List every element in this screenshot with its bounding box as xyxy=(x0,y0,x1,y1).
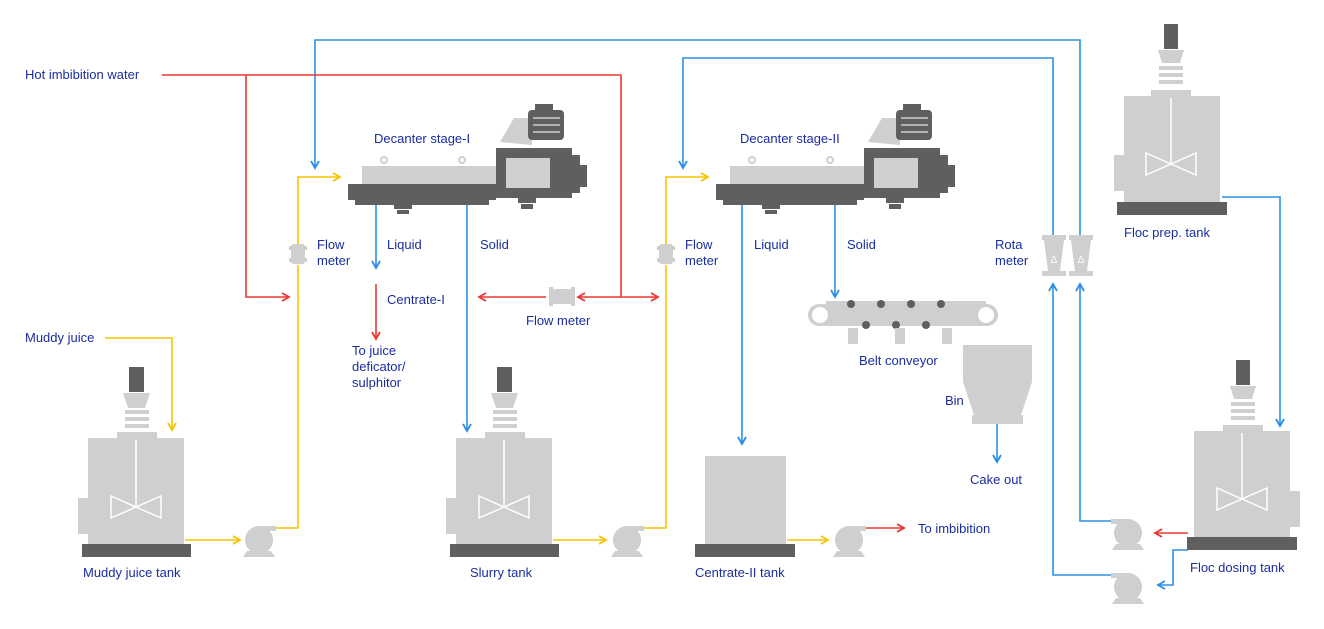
pump-1 xyxy=(243,526,276,557)
rota-meter-right-symbol: Δ xyxy=(1078,255,1085,266)
label-hot-imbibition-water: Hot imbibition water xyxy=(25,67,140,82)
label-flow-meter-1-line2: meter xyxy=(317,253,351,268)
floc-prep-tank xyxy=(1114,24,1227,215)
label-to-juice-line2: deficator/ xyxy=(352,359,406,374)
label-decanter-stage-2: Decanter stage-II xyxy=(740,131,840,146)
label-muddy-juice-tank: Muddy juice tank xyxy=(83,565,181,580)
blue-line-pump-rota-1 xyxy=(1075,282,1112,522)
label-liquid-2: Liquid xyxy=(754,237,789,252)
slurry-tank xyxy=(446,367,559,557)
label-rota-meter-line2: meter xyxy=(995,253,1029,268)
rota-meter-left xyxy=(1042,235,1066,276)
rota-meter-right xyxy=(1069,235,1093,276)
yellow-lines xyxy=(105,172,830,545)
red-line-hot-water-main xyxy=(162,74,622,297)
decanter-stage-2 xyxy=(716,104,955,214)
label-centrate-1: Centrate-I xyxy=(387,292,445,307)
label-centrate-2-tank: Centrate-II tank xyxy=(695,565,785,580)
label-solid-1: Solid xyxy=(480,237,509,252)
rota-meter-left-symbol: Δ xyxy=(1051,255,1058,266)
blue-line-dosing-pump xyxy=(1156,549,1188,590)
decanter-stage-1 xyxy=(348,104,587,214)
pump-3 xyxy=(833,526,866,557)
blue-line-top-1 xyxy=(310,39,1081,238)
label-liquid-1: Liquid xyxy=(387,237,422,252)
label-muddy-juice: Muddy juice xyxy=(25,330,95,345)
label-to-imbibition: To imbibition xyxy=(918,521,991,536)
yellow-line-pump2-up xyxy=(643,265,667,529)
label-to-juice-line3: sulphitor xyxy=(352,375,402,390)
flow-meter-1 xyxy=(289,244,307,264)
floc-dosing-tank xyxy=(1187,360,1300,550)
label-floc-dosing-tank: Floc dosing tank xyxy=(1190,560,1285,575)
flow-meter-mid xyxy=(549,287,575,306)
centrate-ii-tank xyxy=(695,456,795,557)
label-slurry-tank: Slurry tank xyxy=(470,565,533,580)
label-flow-meter-2-line2: meter xyxy=(685,253,719,268)
label-flow-meter-mid: Flow meter xyxy=(526,313,591,328)
label-solid-2: Solid xyxy=(847,237,876,252)
flow-meter-2 xyxy=(657,244,675,264)
red-line-hot-water-branch xyxy=(245,75,291,302)
yellow-line-meter1-up xyxy=(297,172,342,244)
muddy-juice-tank xyxy=(78,367,191,557)
label-flow-meter-2-line1: Flow xyxy=(685,237,713,252)
pump-floc-2 xyxy=(1111,573,1144,604)
yellow-line-meter2-up xyxy=(665,172,710,244)
label-to-juice-line1: To juice xyxy=(352,343,397,358)
belt-conveyor xyxy=(808,300,998,344)
label-flow-meter-1-line1: Flow xyxy=(317,237,345,252)
pump-2 xyxy=(611,526,644,557)
pump-floc-1 xyxy=(1111,519,1144,550)
label-rota-meter-line1: Rota xyxy=(995,237,1023,252)
red-lines xyxy=(162,74,1188,538)
blue-line-pump-rota-2 xyxy=(1048,282,1112,576)
label-belt-conveyor: Belt conveyor xyxy=(859,353,938,368)
yellow-line-muddy-juice xyxy=(105,337,177,432)
label-floc-prep-tank: Floc prep. tank xyxy=(1124,225,1210,240)
label-bin: Bin xyxy=(945,393,964,408)
bin xyxy=(963,345,1032,424)
blue-lines xyxy=(310,39,1285,590)
yellow-line-pump1-up xyxy=(275,265,299,529)
label-cake-out: Cake out xyxy=(970,472,1023,487)
blue-line-floc-transfer xyxy=(1222,196,1285,428)
label-decanter-stage-1: Decanter stage-I xyxy=(374,131,471,146)
blue-line-top-2 xyxy=(678,57,1054,238)
